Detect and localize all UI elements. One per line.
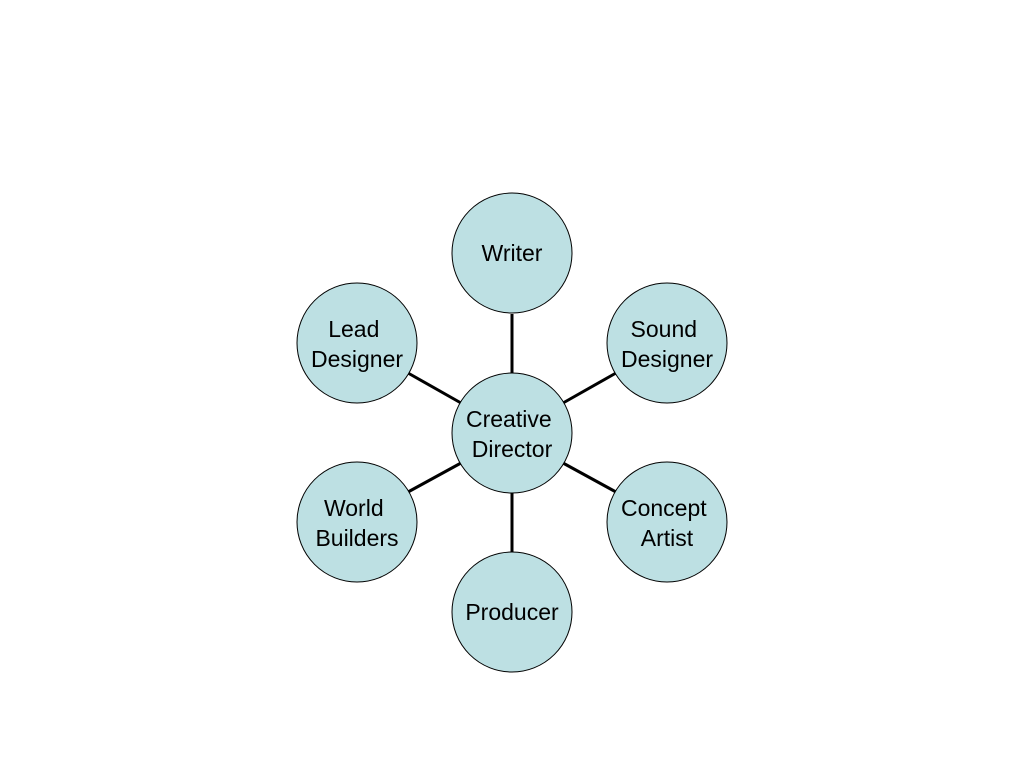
label-line: Designer [311, 346, 403, 372]
node-circle [296, 461, 418, 583]
node-circle [451, 192, 573, 314]
label-line: Lead [328, 316, 379, 342]
label-line: Builders [315, 525, 398, 551]
node-label: Writer [482, 240, 543, 266]
connector-lead-designer [407, 371, 462, 405]
label-line: Writer [482, 240, 543, 266]
node-circle [606, 461, 728, 583]
node-circle [451, 551, 573, 673]
label-line: Producer [465, 599, 559, 625]
label-line: Concept [621, 495, 707, 521]
label-line: Creative [466, 406, 552, 432]
label-line: Artist [641, 525, 694, 551]
node-label: Producer [465, 599, 559, 625]
label-line: Director [472, 436, 553, 462]
node-world-builders: World Builders [296, 461, 418, 583]
node-circle [296, 282, 418, 404]
label-line: Sound [631, 316, 698, 342]
label-line: Designer [621, 346, 713, 372]
node-creative-director: Creative Director [451, 372, 573, 494]
node-producer: Producer [451, 551, 573, 673]
node-concept-artist: Concept Artist [606, 461, 728, 583]
connector-concept-artist [562, 461, 617, 494]
node-lead-designer: Lead Designer [296, 282, 418, 404]
connector-world-builders [407, 461, 462, 494]
node-circle [451, 372, 573, 494]
connectors [407, 314, 617, 552]
node-label: World Builders [315, 495, 398, 551]
node-label: Lead Designer [311, 316, 403, 372]
label-line: World [324, 495, 384, 521]
node-label: Sound Designer [621, 316, 713, 372]
node-label: Creative Director [466, 406, 558, 462]
node-label: Concept Artist [621, 495, 713, 551]
node-writer: Writer [451, 192, 573, 314]
node-sound-designer: Sound Designer [606, 282, 728, 404]
connector-sound-designer [562, 371, 617, 405]
node-circle [606, 282, 728, 404]
